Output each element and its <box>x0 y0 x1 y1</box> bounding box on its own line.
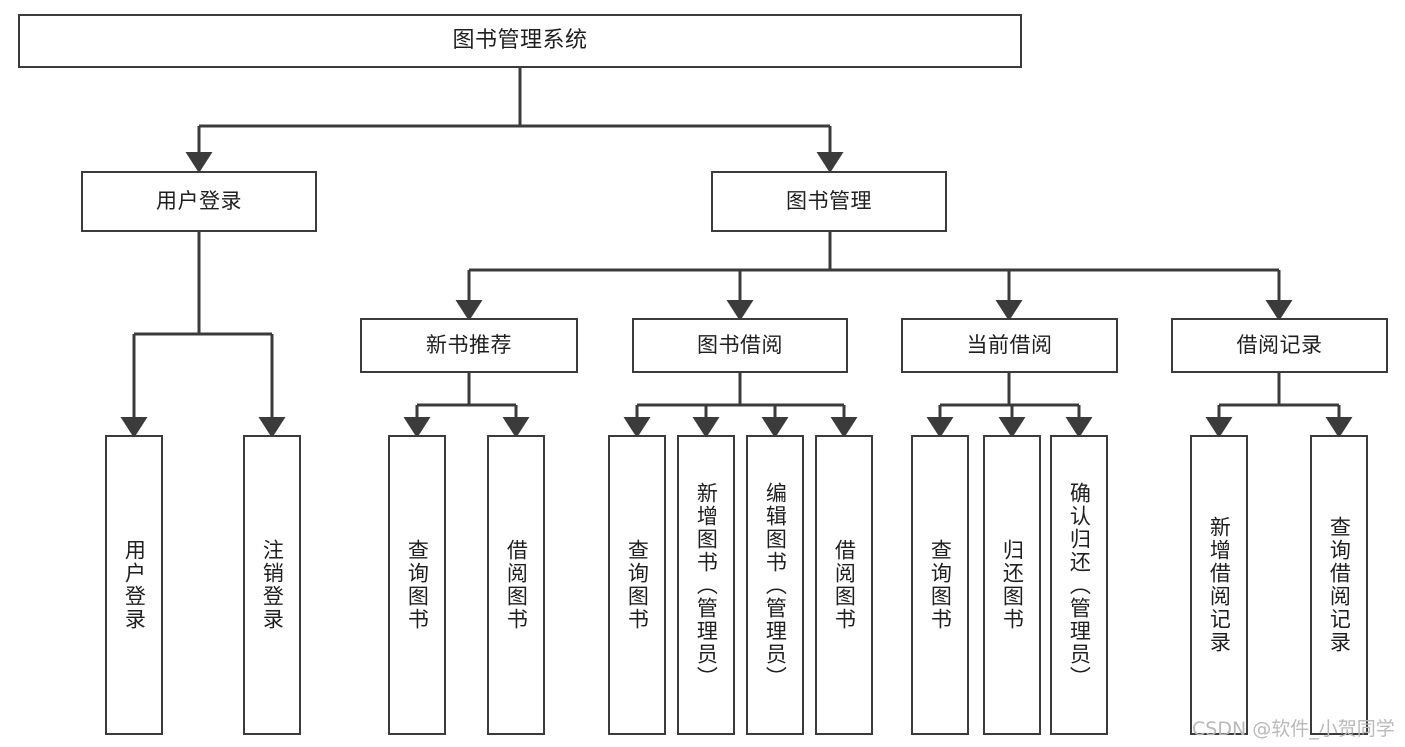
node-leaf-query-record[interactable]: 查询借阅记录 <box>1310 435 1368 735</box>
node-user-login[interactable]: 用户登录 <box>81 171 317 232</box>
node-new-book-recommend-label: 新书推荐 <box>426 333 512 358</box>
watermark-text: CSDN @软件_小贺同学 <box>1192 718 1395 740</box>
node-leaf-add-book-label: 新增图书（管理员） <box>694 481 719 689</box>
node-current-borrow-label: 当前借阅 <box>966 333 1053 358</box>
node-leaf-user-logout-label: 注销登录 <box>260 539 285 631</box>
node-leaf-borrow-book-1[interactable]: 借阅图书 <box>487 435 545 735</box>
node-leaf-user-login[interactable]: 用户登录 <box>105 435 163 735</box>
node-leaf-query-book-2-label: 查询图书 <box>625 539 650 631</box>
node-leaf-confirm-return-label: 确认归还（管理员） <box>1067 481 1092 689</box>
node-borrow-record-label: 借阅记录 <box>1236 333 1323 358</box>
node-leaf-edit-book-label: 编辑图书（管理员） <box>763 481 788 689</box>
node-leaf-return-book-label: 归还图书 <box>1000 539 1025 631</box>
node-borrow-record[interactable]: 借阅记录 <box>1171 318 1388 373</box>
node-leaf-borrow-book-2[interactable]: 借阅图书 <box>815 435 873 735</box>
node-book-borrow[interactable]: 图书借阅 <box>632 318 848 373</box>
node-new-book-recommend[interactable]: 新书推荐 <box>360 318 578 373</box>
node-leaf-return-book[interactable]: 归还图书 <box>983 435 1041 735</box>
node-leaf-add-record[interactable]: 新增借阅记录 <box>1190 435 1248 735</box>
node-leaf-query-book-3[interactable]: 查询图书 <box>911 435 969 735</box>
node-leaf-query-book-2[interactable]: 查询图书 <box>608 435 666 735</box>
node-book-manage-label: 图书管理 <box>786 189 872 214</box>
node-leaf-borrow-book-1-label: 借阅图书 <box>504 539 529 631</box>
node-book-manage[interactable]: 图书管理 <box>711 171 947 232</box>
node-leaf-query-book-1[interactable]: 查询图书 <box>388 435 446 735</box>
node-leaf-user-logout[interactable]: 注销登录 <box>243 435 301 735</box>
node-leaf-query-record-label: 查询借阅记录 <box>1327 516 1352 654</box>
node-leaf-edit-book[interactable]: 编辑图书（管理员） <box>746 435 804 735</box>
node-root-label: 图书管理系统 <box>452 27 588 53</box>
node-leaf-add-book[interactable]: 新增图书（管理员） <box>677 435 735 735</box>
node-leaf-confirm-return[interactable]: 确认归还（管理员） <box>1050 435 1108 735</box>
node-current-borrow[interactable]: 当前借阅 <box>901 318 1118 373</box>
node-book-borrow-label: 图书借阅 <box>697 333 783 358</box>
node-leaf-borrow-book-2-label: 借阅图书 <box>832 539 857 631</box>
node-leaf-query-book-3-label: 查询图书 <box>928 539 953 631</box>
node-user-login-label: 用户登录 <box>156 189 242 214</box>
node-leaf-query-book-1-label: 查询图书 <box>405 539 430 631</box>
node-leaf-add-record-label: 新增借阅记录 <box>1207 516 1232 654</box>
node-leaf-user-login-label: 用户登录 <box>122 539 147 631</box>
node-root[interactable]: 图书管理系统 <box>18 14 1022 68</box>
